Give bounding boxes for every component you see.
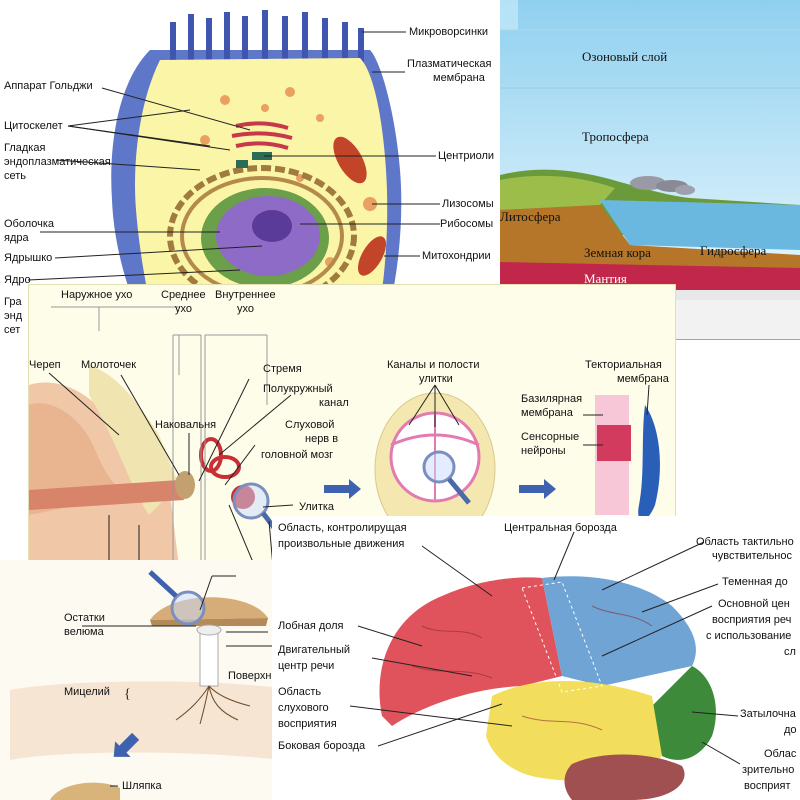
svg-text:{: {	[124, 687, 131, 702]
brain-motor-area-label-2: произвольные движения	[278, 538, 405, 550]
brain-speech-center-label-1: Основной цен	[718, 598, 790, 610]
mushroom-illustration: {	[0, 560, 280, 800]
cell-smooth-er-label-2: эндоплазматическая	[4, 156, 111, 168]
ear-malleus-label: Молоточек	[81, 359, 137, 371]
ear-canal-label-1: Полукружный	[263, 383, 333, 395]
brain-auditory-label-3: восприятия	[278, 718, 337, 730]
brain-lateral-sulcus-label: Боковая борозда	[278, 740, 366, 752]
ear-incus-label: Наковальня	[155, 419, 217, 431]
brain-motor-speech-label-2: центр речи	[278, 660, 335, 672]
brain-visual-label-3: восприят	[744, 780, 791, 792]
mushroom-surface-label: Поверхн	[228, 670, 272, 682]
cell-microvilli-label: Микроворсинки	[409, 26, 488, 38]
mushroom-velum-label-1: Остатки	[64, 612, 105, 624]
brain-motor-speech-label-1: Двигательный	[278, 644, 351, 656]
mushroom-cap-label: Шляпка	[122, 780, 162, 792]
ear-cochlea-label: Улитка	[299, 501, 335, 513]
ear-cochlear-canals-label-1: Каналы и полости	[387, 359, 480, 371]
earth-lithosphere-label: Литосфера	[500, 209, 561, 224]
ear-nerve-label-2: нерв в	[305, 433, 339, 445]
brain-panel: Область, контролирущая произвольные движ…	[272, 516, 800, 800]
cell-envelope-label-1: Оболочка	[4, 218, 55, 230]
ear-skull-label: Череп	[29, 359, 61, 371]
ear-basilar-label-1: Базилярная	[521, 393, 583, 405]
brain-visual-label-1: Облас	[764, 748, 797, 760]
ear-middle-label-1: Среднее	[161, 289, 206, 301]
earth-mantle-label: Мантия	[584, 271, 627, 286]
earth-troposphere-label: Тропосфера	[582, 129, 649, 144]
ear-inner-label-1: Внутреннее	[215, 289, 276, 301]
earth-crust-label: Земная кора	[584, 245, 651, 260]
cell-rough-er-label-2: энд	[4, 310, 23, 322]
ear-cochlear-canals-label-2: улитки	[419, 373, 453, 385]
cell-rough-er-label-3: сет	[4, 324, 21, 336]
ear-canal-label-2: канал	[319, 397, 349, 409]
brain-occipital-label-2: до	[784, 724, 797, 736]
cell-rough-er-label-1: Гра	[4, 296, 22, 308]
cell-smooth-er-label-3: сеть	[4, 170, 27, 182]
cell-nucleus-label: Ядро	[4, 274, 31, 286]
ear-sensory-label-2: нейроны	[521, 445, 566, 457]
cell-envelope-label-2: ядра	[4, 232, 29, 244]
brain-auditory-label-1: Область	[278, 686, 322, 698]
ear-stapes-label: Стремя	[263, 363, 302, 375]
brain-tactile-area-label-1: Область тактильно	[696, 536, 794, 548]
ear-inner-label-2: ухо	[237, 303, 254, 315]
mushroom-panel: { Остатки велюма Мицелий Шляпка Поверхн	[0, 560, 280, 800]
brain-occipital-label-1: Затылочна	[740, 708, 796, 720]
ear-tectorial-label-1: Текториальная	[585, 359, 662, 371]
earth-illustration	[500, 0, 800, 340]
cell-membrane-label-2: мембрана	[433, 72, 485, 84]
cell-illustration	[27, 10, 440, 340]
earth-panel: Озоновый слой Тропосфера Литосфера Земна…	[500, 0, 800, 340]
brain-tactile-area-label-2: чувствительнос	[712, 550, 792, 562]
cell-lysosomes-label: Лизосомы	[442, 198, 494, 210]
ear-sensory-label-1: Сенсорные	[521, 431, 580, 443]
cell-nucleolus-label: Ядрышко	[4, 252, 53, 264]
mushroom-mycelium-label: Мицелий	[64, 686, 110, 698]
mushroom-velum-label-2: велюма	[64, 626, 104, 638]
brain-auditory-label-2: слухового	[278, 702, 329, 714]
brain-speech-center-label-3: с использование	[706, 630, 792, 642]
brain-frontal-lobe-label: Лобная доля	[278, 620, 344, 632]
brain-central-sulcus-label: Центральная борозда	[504, 522, 617, 534]
cell-golgi-label: Аппарат Гольджи	[4, 80, 93, 92]
ear-nerve-label-1: Слуховой	[285, 419, 335, 431]
ear-illustration	[29, 306, 660, 565]
cell-smooth-er-label-1: Гладкая	[4, 142, 46, 154]
brain-speech-center-label-4: сл	[784, 646, 796, 658]
cell-membrane-label-1: Плазматическая	[407, 58, 492, 70]
ear-middle-label-2: ухо	[175, 303, 192, 315]
cell-panel: Микроворсинки Плазматическая мембрана Це…	[0, 0, 500, 340]
brain-parietal-label: Теменная до	[722, 576, 788, 588]
earth-hydrosphere-label: Гидросфера	[700, 243, 767, 258]
brain-motor-area-label-1: Область, контролирущая	[278, 522, 407, 534]
cell-cytoskeleton-label: Цитоскелет	[4, 120, 63, 132]
brain-illustration	[349, 531, 741, 800]
cell-ribosomes-label: Рибосомы	[440, 218, 494, 230]
brain-visual-label-2: зрительно	[742, 764, 795, 776]
ear-outer-label: Наружное ухо	[61, 289, 133, 301]
ear-tectorial-label-2: мембрана	[617, 373, 669, 385]
cell-mitochondria-label: Митохондрии	[422, 250, 491, 262]
brain-speech-center-label-2: восприятия реч	[712, 614, 792, 626]
ear-basilar-label-2: мембрана	[521, 407, 573, 419]
cell-centrioles-label: Центриоли	[438, 150, 495, 162]
earth-ozone-label: Озоновый слой	[582, 49, 668, 64]
ear-nerve-label-3: головной мозг	[261, 449, 334, 461]
